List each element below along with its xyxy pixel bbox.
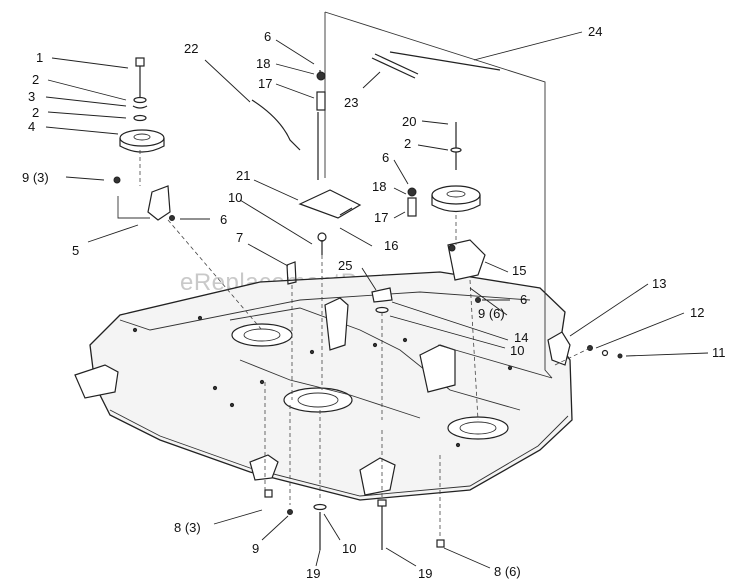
callout-18-b: 18 [372,179,386,194]
callout-22: 22 [184,41,198,56]
leader-lines [45,31,709,569]
alignment-lines [117,150,591,538]
right-idler-pulley [407,122,486,303]
callout-11: 11 [712,345,726,360]
callout-19-b: 19 [418,566,432,581]
callout-2-a: 2 [32,72,39,87]
callout-25: 25 [338,258,352,273]
right-belt-bracket [547,331,623,366]
left-idler-pulley [119,57,165,153]
callout-9-3: 9 (3) [22,170,49,185]
callout-13: 13 [652,276,666,291]
belt-cover-outline [324,11,553,379]
callout-10-c: 10 [342,541,356,556]
center-spindle-hardware [286,261,393,314]
callout-labels: 1 2 3 2 4 9 (3) 5 6 22 6 18 17 24 23 20 … [22,24,726,581]
callout-17-b: 17 [374,210,388,225]
left-pulley-bracket [113,176,175,221]
callout-1: 1 [36,50,43,65]
callout-16: 16 [384,238,398,253]
callout-24: 24 [588,24,602,39]
callout-9: 9 [252,541,259,556]
rod [371,57,416,79]
callout-14: 14 [514,330,528,345]
callout-5: 5 [72,243,79,258]
callout-9-6: 9 (6) [478,306,505,321]
callout-2-b: 2 [32,105,39,120]
callout-6-b: 6 [264,29,271,44]
callout-4: 4 [28,119,35,134]
callout-19-a: 19 [306,566,320,581]
callout-8-3: 8 (3) [174,520,201,535]
mower-deck [74,271,573,501]
callout-6-d: 6 [520,292,527,307]
callout-17-a: 17 [258,76,272,91]
callout-10-b: 10 [510,343,524,358]
center-idler-arm [251,70,362,255]
callout-2-c: 2 [404,136,411,151]
callout-8-6: 8 (6) [494,564,521,579]
callout-10-a: 10 [228,190,242,205]
callout-21: 21 [236,168,250,183]
callout-3: 3 [28,89,35,104]
callout-7: 7 [236,230,243,245]
callout-20: 20 [402,114,416,129]
callout-23: 23 [344,95,358,110]
bottom-hardware [264,489,445,550]
callout-15: 15 [512,263,526,278]
callout-6-a: 6 [220,212,227,227]
callout-6-c: 6 [382,150,389,165]
callout-12: 12 [690,305,704,320]
callout-18-a: 18 [256,56,270,71]
